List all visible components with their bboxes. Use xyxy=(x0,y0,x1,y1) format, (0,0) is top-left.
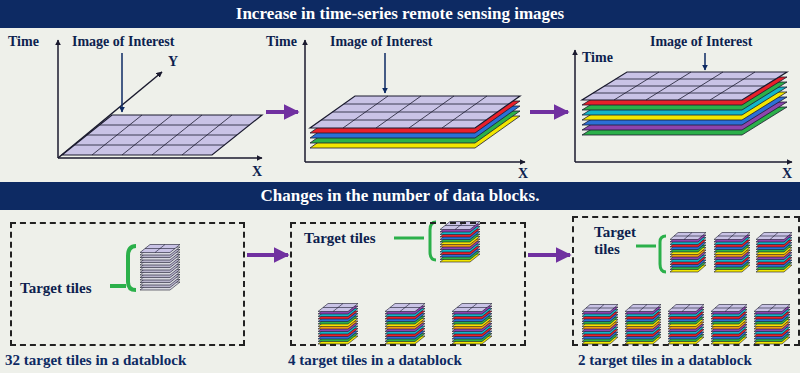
grid-line xyxy=(593,93,753,94)
panel-many-images xyxy=(575,50,792,162)
datablock-box: Target tiles xyxy=(10,222,245,346)
time-axis xyxy=(304,40,306,162)
grid-line xyxy=(321,120,486,121)
tile-grid xyxy=(390,307,420,308)
tile-layer xyxy=(140,245,180,253)
tile-layer xyxy=(754,305,790,312)
tile-layer xyxy=(625,305,661,312)
block-one-stacks xyxy=(110,245,180,291)
axis-label: Image of Interest xyxy=(330,34,432,49)
tile-grid xyxy=(715,308,743,309)
tile-layer xyxy=(452,304,492,312)
block-caption: 32 target tiles in a datablock xyxy=(5,352,186,369)
tile-layer xyxy=(310,96,520,128)
tile-grid xyxy=(445,225,475,226)
flow-arrow xyxy=(247,253,288,257)
tile-layer xyxy=(62,115,262,155)
tile-grid xyxy=(674,236,702,237)
axis-label: Image of Interest xyxy=(72,34,174,49)
axis-label: X xyxy=(252,164,262,179)
grid-line xyxy=(75,145,225,146)
tile-grid xyxy=(758,308,786,309)
tile-grid xyxy=(672,308,700,309)
section-banner: Changes in the number of data blocks. xyxy=(0,182,800,210)
x-axis xyxy=(305,161,525,163)
banner-title: Changes in the number of data blocks. xyxy=(261,186,540,206)
grid-line xyxy=(100,125,250,126)
pointer-arrow xyxy=(121,53,123,112)
pointer-arrow xyxy=(704,53,706,70)
x-axis xyxy=(58,157,262,159)
tile-layer xyxy=(668,305,704,312)
panel-few-images xyxy=(305,40,525,162)
time-axis xyxy=(574,50,576,162)
axis-label: Y xyxy=(168,54,178,69)
target-label: Target tiles xyxy=(304,230,376,247)
datablock-box: Target tiles xyxy=(290,222,526,346)
tile-layer xyxy=(711,305,747,312)
target-label: Target tiles xyxy=(594,224,650,259)
axis-label: Time xyxy=(582,50,613,65)
tile-grid xyxy=(145,248,175,249)
panel-single-image xyxy=(58,40,262,158)
block-caption: 4 target tiles in a datablock xyxy=(288,352,462,369)
axis-label: Time xyxy=(266,34,297,49)
tile-grid xyxy=(457,307,487,308)
pointer-arrow xyxy=(384,53,386,93)
grid-line xyxy=(605,86,765,87)
axis-label: Time xyxy=(8,34,39,49)
x-axis xyxy=(575,161,792,163)
block-caption: 2 target tiles in a datablock xyxy=(578,352,752,369)
tile-layer xyxy=(385,304,425,312)
progress-arrow xyxy=(266,110,298,114)
grid-line xyxy=(616,79,776,80)
target-label: Target tiles xyxy=(20,280,92,297)
tile-grid xyxy=(586,308,614,309)
tile-layer xyxy=(318,304,358,312)
time-axis xyxy=(57,40,59,158)
tile-grid xyxy=(629,308,657,309)
grid-line xyxy=(87,135,237,136)
tile-grid xyxy=(323,307,353,308)
tile-layer xyxy=(714,233,750,240)
tile-layer xyxy=(582,72,787,100)
target-bracket xyxy=(636,236,666,272)
tile-grid xyxy=(718,236,746,237)
tile-layer xyxy=(756,233,792,240)
axis-label: X xyxy=(782,166,792,181)
section-banner: Increase in time-series remote sensing i… xyxy=(0,0,800,28)
tile-grid xyxy=(760,236,788,237)
axis-label: X xyxy=(518,166,528,181)
target-bracket xyxy=(110,246,136,290)
progress-arrow xyxy=(530,110,568,114)
grid-line xyxy=(344,104,509,105)
target-bracket xyxy=(394,222,436,260)
datablock-box: Target tiles xyxy=(572,216,800,346)
tile-layer xyxy=(582,305,618,312)
banner-title: Increase in time-series remote sensing i… xyxy=(236,4,564,24)
tile-layer xyxy=(670,233,706,240)
axis-label: Image of Interest xyxy=(650,34,752,49)
flow-arrow xyxy=(528,253,570,257)
grid-line xyxy=(333,112,498,113)
